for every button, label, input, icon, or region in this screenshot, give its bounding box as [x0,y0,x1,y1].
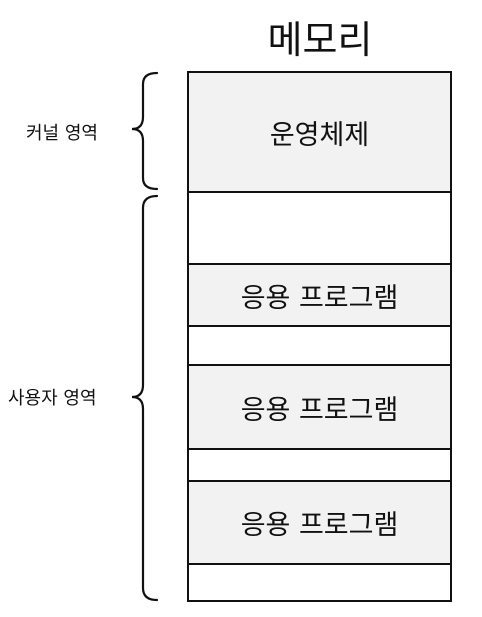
application-block-1-label: 응용 프로그램 [240,282,399,314]
application-block-2-label: 응용 프로그램 [240,394,399,426]
os-block: 운영체제 [189,73,450,193]
application-block-3-label: 응용 프로그램 [240,510,399,541]
free-space-block [189,450,450,480]
memory-title: 메모리 [267,18,373,62]
os-block-label: 운영체제 [269,119,370,151]
free-space-block [189,193,450,263]
application-block-3: 응용 프로그램 [189,480,450,565]
free-space-block [189,327,450,364]
kernel-region-label: 커널 영역 [26,123,98,144]
application-block-1: 응용 프로그램 [189,263,450,327]
user-brace [131,194,159,602]
application-block-2: 응용 프로그램 [189,364,450,450]
kernel-brace [131,71,159,191]
user-region-label: 사용자 영역 [8,388,97,409]
memory-diagram: 운영체제 응용 프로그램 응용 프로그램 응용 프로그램 [187,71,452,602]
free-space-block [189,565,450,600]
